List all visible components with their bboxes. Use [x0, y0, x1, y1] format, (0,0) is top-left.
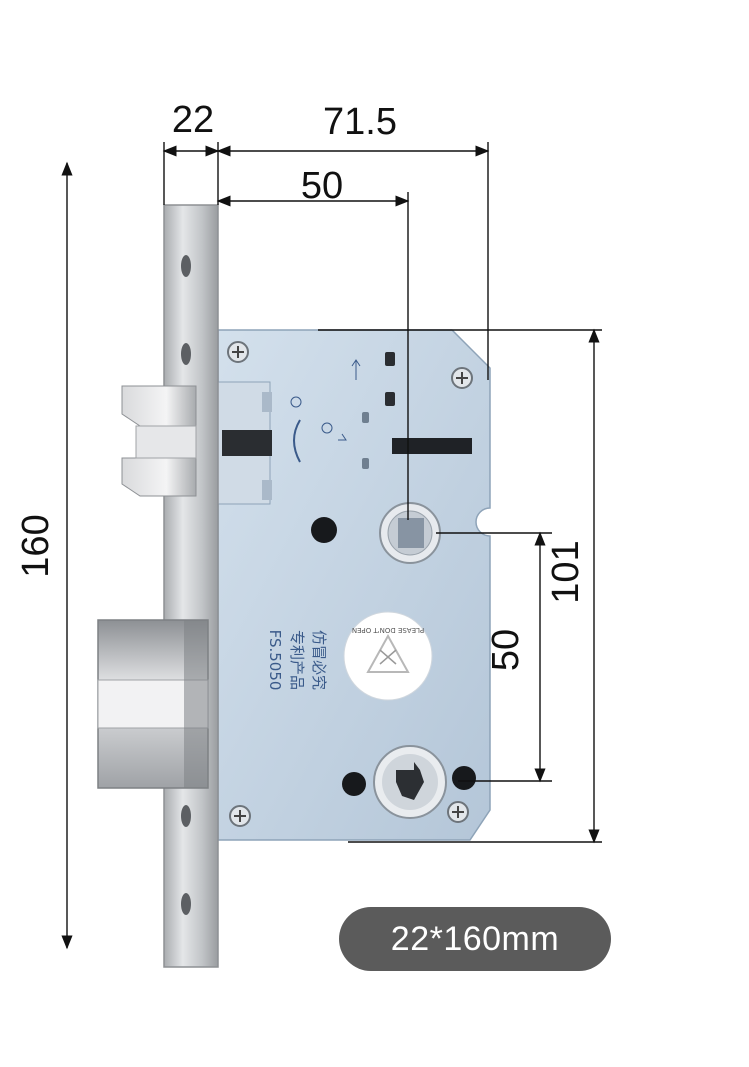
patent-text: 专利产品	[288, 630, 306, 690]
mounting-hole	[452, 766, 476, 790]
guide-slot	[385, 352, 395, 366]
dim-backset: 50	[301, 165, 343, 207]
dim-total-height: 160	[15, 514, 57, 577]
dimension-lines	[61, 142, 602, 950]
guide-slot	[362, 458, 369, 469]
cylinder-hub	[373, 745, 447, 819]
size-badge: 22*160mm	[339, 907, 611, 971]
sticker-text: PLEASE DON'T OPEN	[352, 626, 424, 634]
mounting-hole	[311, 517, 337, 543]
dim-backset-total: 71.5	[323, 101, 397, 143]
screw-icon	[229, 805, 251, 827]
deadbolt-slot	[392, 438, 472, 454]
guide-slot	[385, 392, 395, 406]
guide-slot	[362, 412, 369, 423]
counterfeit-warning-text: 仿冒必究	[310, 630, 328, 690]
screw-icon	[447, 801, 469, 823]
dim-center-distance: 50	[485, 629, 527, 671]
arrow-markings	[290, 359, 361, 463]
dim-body-height: 101	[545, 540, 587, 603]
deadbolt	[97, 619, 209, 789]
mounting-hole	[342, 772, 366, 796]
screw-icon	[227, 341, 249, 363]
warning-sticker: PLEASE DON'T OPEN	[343, 611, 433, 701]
screw-icon	[451, 367, 473, 389]
lock-body	[217, 329, 491, 841]
dim-faceplate-width: 22	[172, 99, 214, 141]
spindle-hub	[379, 502, 441, 564]
model-text: FS.5050	[266, 630, 284, 691]
faceplate	[163, 204, 219, 968]
latch-bolt	[121, 385, 197, 497]
